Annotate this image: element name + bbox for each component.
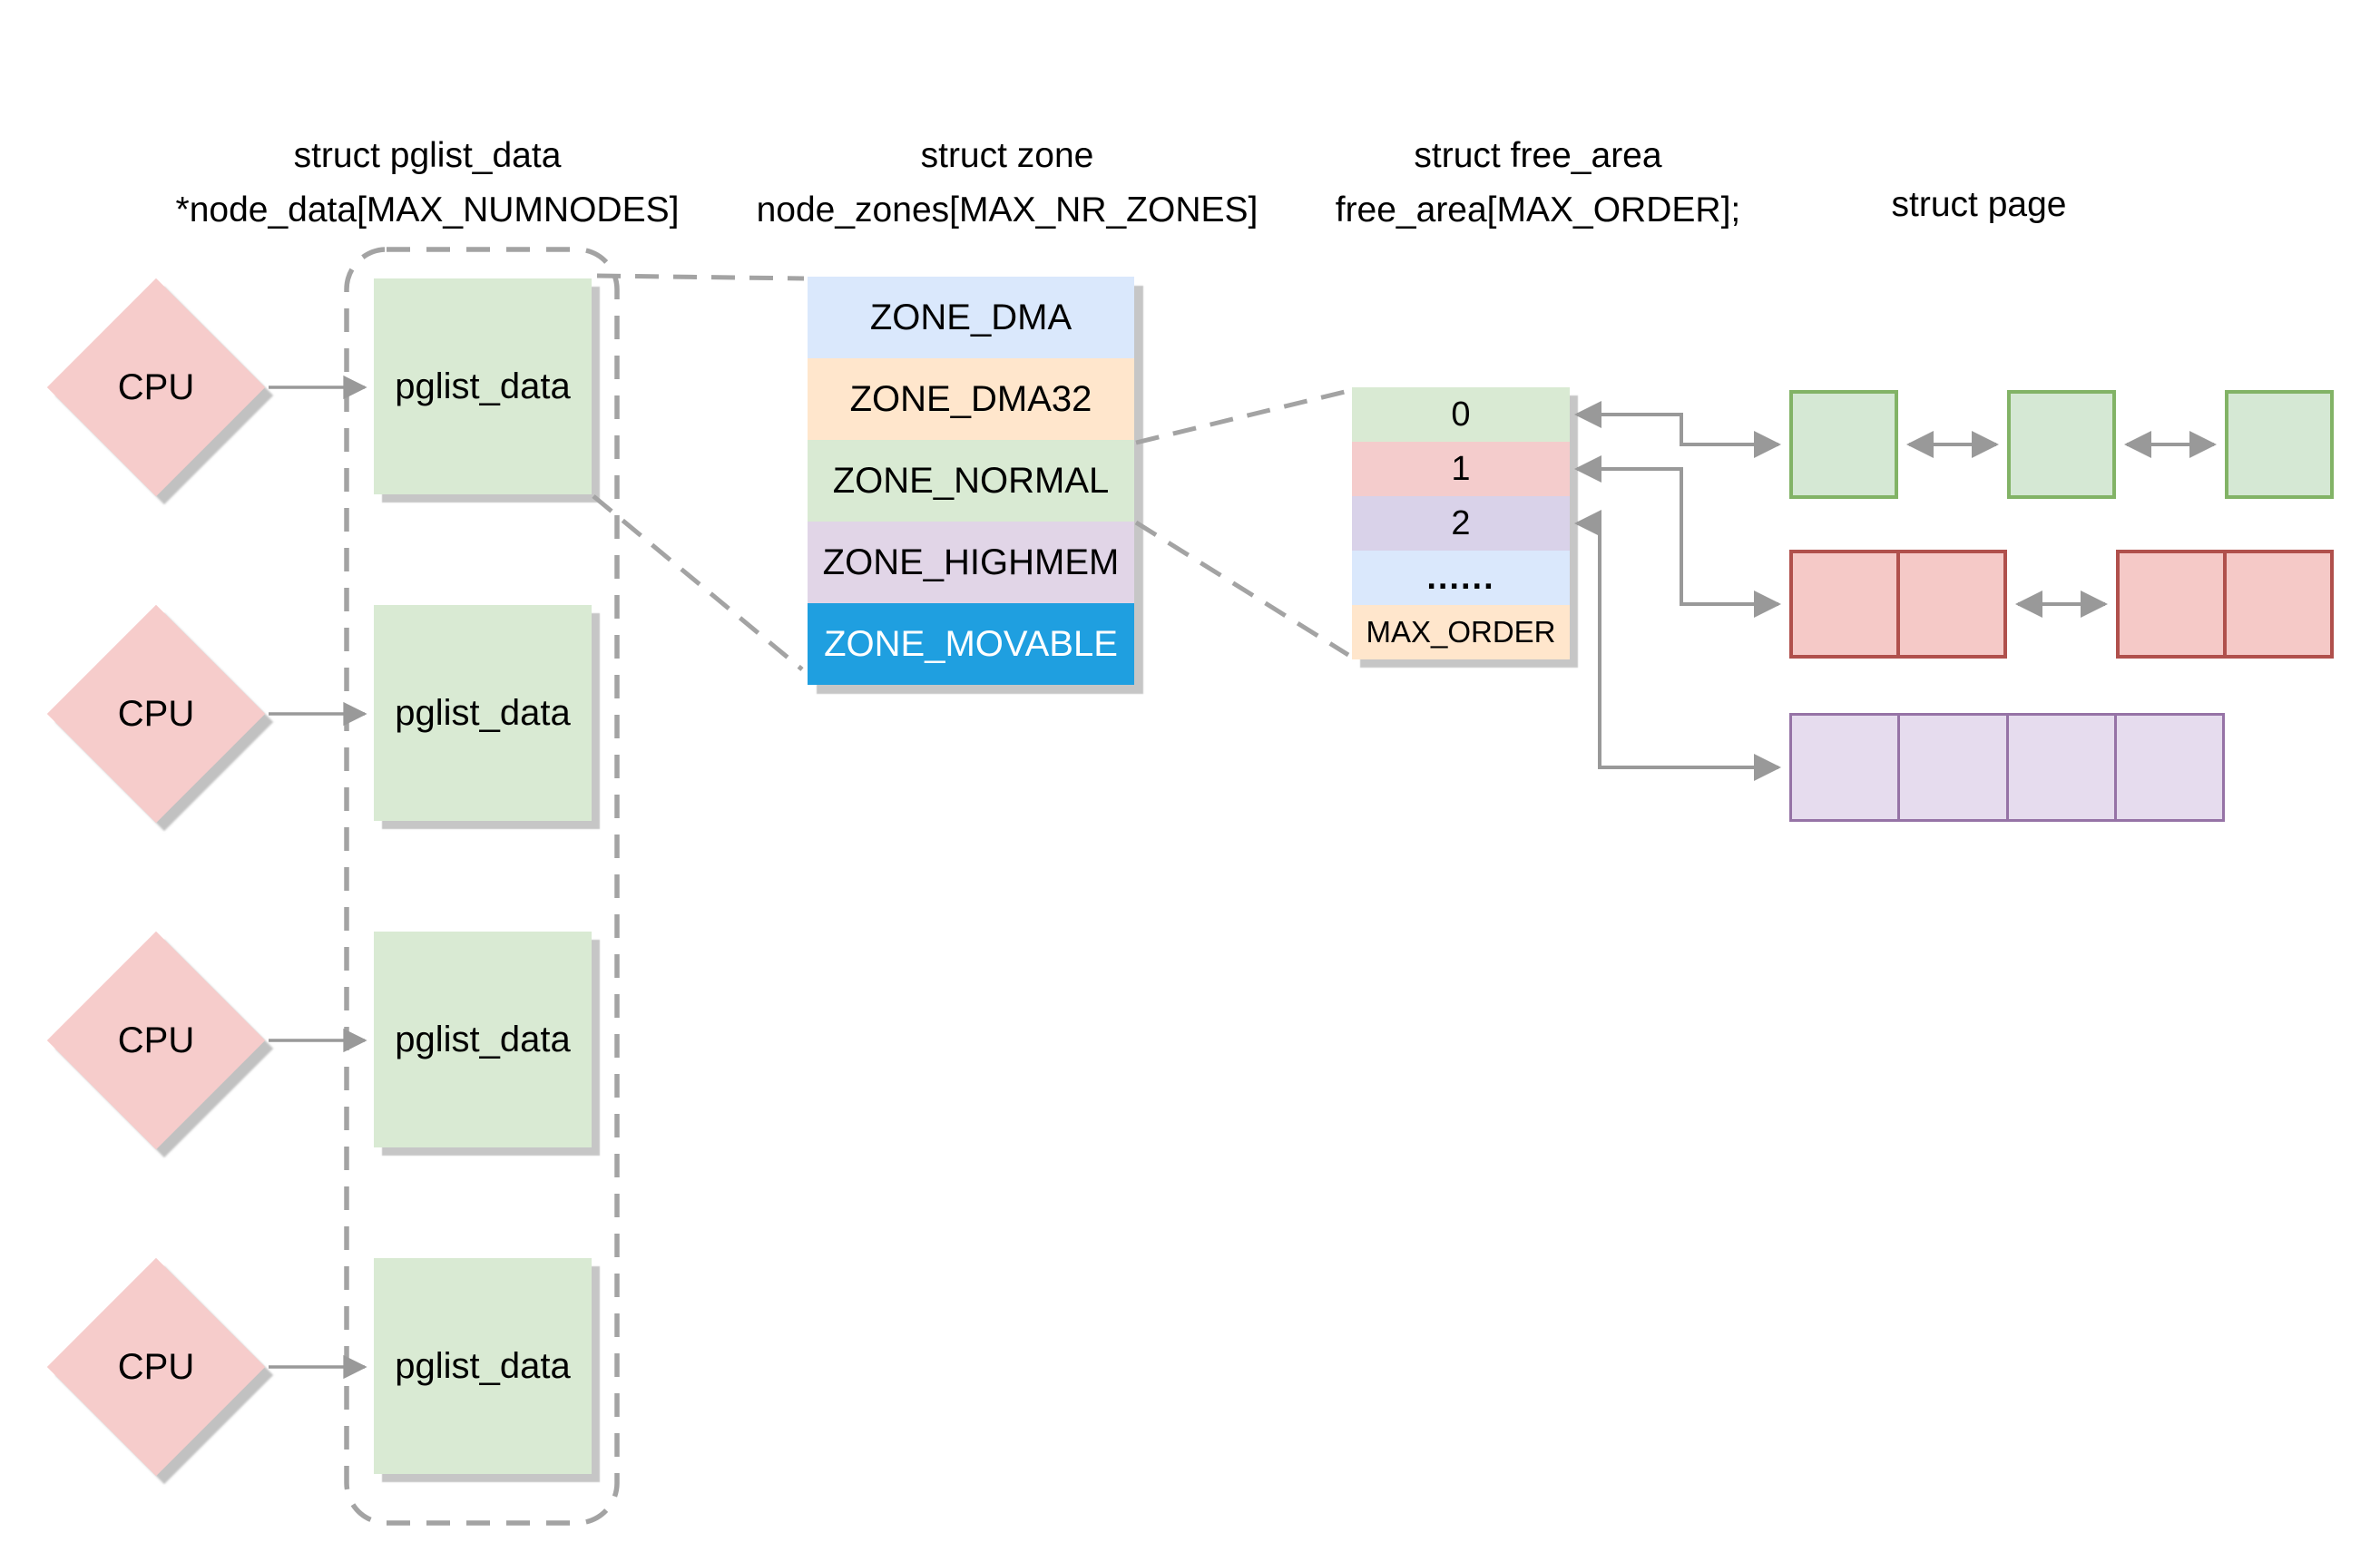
freearea-row0-to-pages-connector <box>1574 401 1781 458</box>
cpu-node-3: CPU <box>46 1257 266 1477</box>
header-line: struct zone <box>920 136 1094 175</box>
zone-row-4: ZONE_MOVABLE <box>808 603 1134 685</box>
zone-row-1: ZONE_DMA32 <box>808 358 1134 440</box>
page-block-order0-2 <box>2225 390 2334 499</box>
cpu-node-2: CPU <box>46 931 266 1150</box>
freearea-row2-to-pages-connector <box>1574 510 1781 781</box>
page-block-order1-1 <box>2116 550 2334 659</box>
page-block-order0-0 <box>1789 390 1898 499</box>
page-cell <box>2113 716 2222 819</box>
cpu-label: CPU <box>117 693 195 734</box>
zone-stack: ZONE_DMA ZONE_DMA32 ZONE_NORMAL ZONE_HIG… <box>808 277 1134 685</box>
zone-row-2: ZONE_NORMAL <box>808 440 1134 522</box>
zone-label: ZONE_DMA32 <box>849 378 1092 419</box>
page-cell <box>2223 553 2330 655</box>
header-page: struct page <box>1797 178 2160 232</box>
header-line: struct pglist_data <box>293 136 562 175</box>
zone-row-0: ZONE_DMA <box>808 277 1134 358</box>
free-area-table: 0 1 2 ...... MAX_ORDER <box>1352 387 1570 659</box>
page-block-order2-0 <box>1789 713 2225 822</box>
cpu-label: CPU <box>117 1346 195 1387</box>
free-area-row-2: 2 <box>1352 496 1570 551</box>
pglist-data-box-0: pglist_data <box>374 278 592 494</box>
freearea-row1-to-pages-connector <box>1574 455 1781 618</box>
free-area-label: 1 <box>1451 449 1471 488</box>
header-line: struct free_area <box>1414 136 1662 175</box>
zone-label: ZONE_DMA <box>869 297 1072 337</box>
free-area-label: MAX_ORDER <box>1366 615 1556 649</box>
page-block-order0-1 <box>2007 390 2116 499</box>
free-area-row-1: 1 <box>1352 442 1570 496</box>
free-area-label: 0 <box>1451 395 1471 434</box>
zone-to-freearea-dashed-bottom <box>1134 520 1350 658</box>
free-area-row-3: ...... <box>1352 551 1570 605</box>
pglist-data-box-2: pglist_data <box>374 932 592 1147</box>
zone-label: ZONE_HIGHMEM <box>822 542 1120 582</box>
zone-label: ZONE_NORMAL <box>832 460 1110 501</box>
zone-label: ZONE_MOVABLE <box>824 623 1118 664</box>
header-line: *node_data[MAX_NUMNODES] <box>175 190 680 229</box>
cpu-label: CPU <box>117 1020 195 1060</box>
header-line: free_area[MAX_ORDER]; <box>1335 190 1741 229</box>
pglist-data-box-3: pglist_data <box>374 1258 592 1474</box>
page-cell <box>2005 716 2114 819</box>
header-line: struct page <box>1891 185 2067 224</box>
cpu-node-1: CPU <box>46 604 266 824</box>
pglist-data-box-1: pglist_data <box>374 605 592 821</box>
header-free-area: struct free_area free_area[MAX_ORDER]; <box>1266 129 1810 238</box>
node-to-zone-dashed-bottom <box>592 494 804 671</box>
cpu-label: CPU <box>117 366 195 407</box>
header-line: node_zones[MAX_NR_ZONES] <box>756 190 1259 229</box>
free-area-label: ...... <box>1426 558 1495 597</box>
page-cell <box>2120 553 2223 655</box>
zone-to-freearea-dashed-top <box>1135 388 1349 445</box>
free-area-row-0: 0 <box>1352 387 1570 442</box>
free-area-row-4: MAX_ORDER <box>1352 605 1570 659</box>
node-to-zone-dashed-top <box>596 273 805 281</box>
page-cell <box>1792 716 1897 819</box>
free-area-label: 2 <box>1451 503 1471 542</box>
zone-row-3: ZONE_HIGHMEM <box>808 522 1134 603</box>
header-pglist-data: struct pglist_data *node_data[MAX_NUMNOD… <box>146 129 709 238</box>
page-block-order1-0 <box>1789 550 2007 659</box>
cpu-node-0: CPU <box>46 278 266 497</box>
header-zone: struct zone node_zones[MAX_NR_ZONES] <box>717 129 1298 238</box>
page-cell <box>1793 553 1896 655</box>
page-cell <box>1896 553 2003 655</box>
page-cell <box>1897 716 2005 819</box>
